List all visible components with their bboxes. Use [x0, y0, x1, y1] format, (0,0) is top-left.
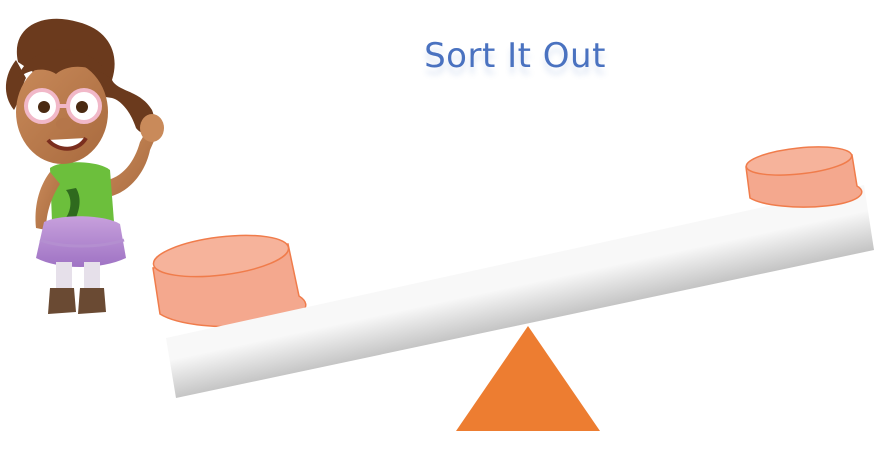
right-weight-pan [745, 146, 863, 208]
left-weight-pan [152, 234, 307, 328]
cartoon-girl-illustration [5, 18, 164, 314]
seesaw-beam [166, 185, 874, 398]
page-title: Sort It Out [424, 36, 606, 76]
fulcrum-triangle [456, 326, 600, 431]
